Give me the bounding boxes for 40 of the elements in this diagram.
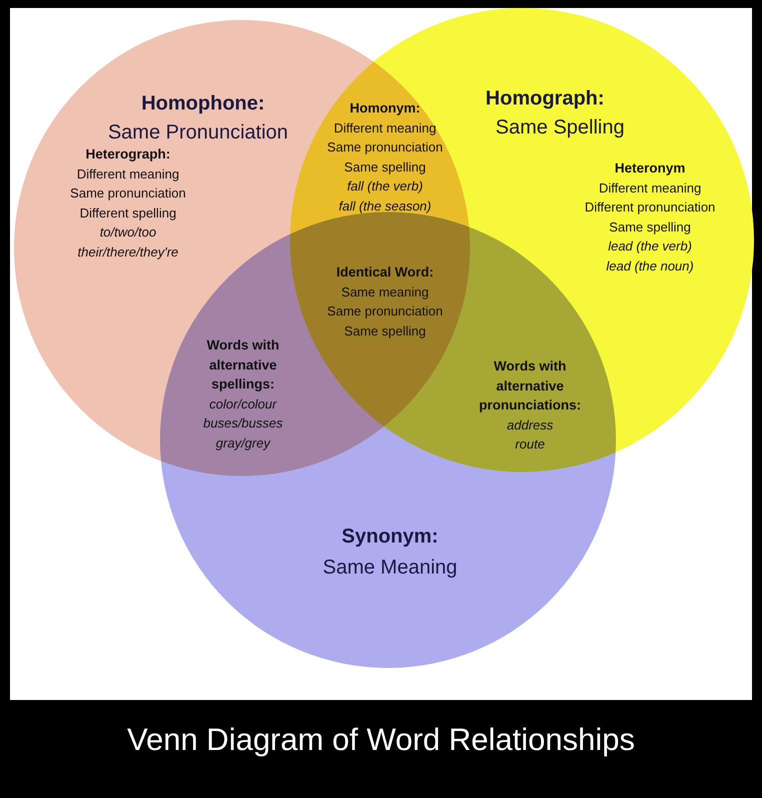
region-heading: Homonym: [350, 100, 420, 116]
set-subheading: Same Spelling [496, 116, 624, 140]
set-heading: Homograph: [486, 88, 604, 110]
example-word: fall (the verb) [347, 178, 423, 194]
diagram-title: Venn Diagram of Word Relationships [126, 722, 636, 758]
region-heading: Heterograph: [86, 146, 170, 162]
example-word: lead (the verb) [608, 238, 692, 254]
region-text: Same spelling [609, 219, 691, 234]
region-heading: Words with [206, 338, 280, 352]
region-heading: Words with [494, 358, 566, 374]
set-heading: Synonym: [342, 526, 438, 548]
example-word: gray/grey [216, 435, 270, 450]
example-word: route [515, 436, 545, 452]
example-word: buses/busses [203, 416, 283, 430]
region-text: Same spelling [344, 159, 426, 174]
set-subheading: Same Pronunciation [108, 122, 288, 144]
region-text: Same pronunciation [327, 140, 443, 154]
region-text: Different meaning [598, 180, 702, 195]
example-word: color/colour [209, 396, 277, 411]
example-word: address [506, 417, 554, 432]
region-text: Same spelling [344, 323, 426, 338]
example-word: their/there/they're [78, 244, 178, 259]
example-word: lead (the noun) [606, 258, 694, 273]
region-heading: alternative [209, 357, 277, 372]
region-heading: Identical Word: [336, 264, 434, 280]
set-subheading: Same Meaning [322, 556, 458, 580]
region-text: Same pronunciation [327, 304, 443, 318]
region-heading: alternative [496, 378, 564, 393]
region-text: Same meaning [341, 284, 429, 299]
region-heading: pronunciations: [479, 398, 581, 412]
region-text: Different meaning [76, 166, 180, 181]
region-text: Different pronunciation [584, 200, 716, 214]
region-text: Same pronunciation [70, 186, 186, 200]
region-text: Different meaning [334, 120, 436, 135]
region-text: Different spelling [80, 205, 176, 220]
region-heading: Heteronym [614, 160, 686, 176]
region-heading: spellings: [212, 376, 274, 392]
set-heading: Homophone: [141, 92, 265, 116]
example-word: to/two/too [100, 224, 156, 240]
example-word: fall (the season) [338, 198, 432, 213]
